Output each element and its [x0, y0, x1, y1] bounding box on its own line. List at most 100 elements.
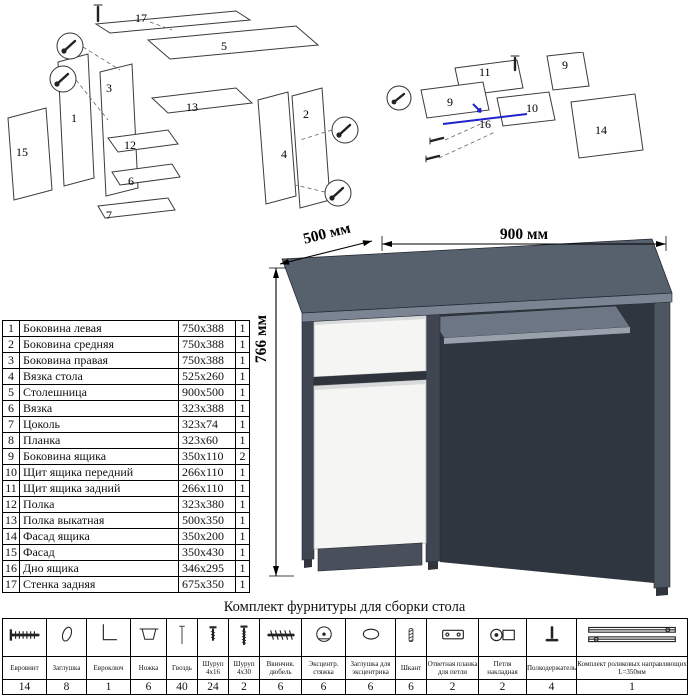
leader-line: [82, 46, 121, 71]
part-name: Планка: [19, 432, 179, 449]
dim-width-label: 900 мм: [500, 226, 549, 243]
desk-right-side-panel: [653, 301, 671, 589]
plinth: [317, 542, 423, 572]
part-label-9b: 9: [447, 95, 453, 109]
part-size: 675x350: [178, 576, 236, 593]
hardware-qty: 4: [526, 679, 577, 695]
hardware-qty: 1: [86, 679, 131, 695]
screw-icon: [391, 92, 406, 105]
hardware-name: Ввинчив. дюбель: [259, 656, 302, 680]
screw-icon: [54, 72, 70, 87]
desk-left-side-panel: [301, 320, 315, 561]
desktop-top: [281, 238, 673, 314]
part-qty: 1: [235, 576, 250, 593]
hardware-name: Евроключ: [86, 656, 131, 680]
part-label-11: 11: [479, 65, 491, 79]
panel-right-side: [291, 87, 331, 209]
part-number: 5: [2, 384, 20, 401]
desk-interior: [440, 303, 654, 583]
part-qty: 1: [235, 384, 250, 401]
part-qty: 2: [235, 448, 250, 465]
part-name: Щит ящика задний: [19, 480, 179, 497]
part-size: 750x388: [178, 320, 236, 337]
leader-line: [75, 79, 109, 121]
panel-shelf: [107, 129, 179, 153]
part-size: 750x388: [178, 352, 236, 369]
drawer-door-gap: [314, 371, 426, 386]
part-qty: 1: [235, 320, 250, 337]
part-label-13: 13: [186, 100, 198, 114]
part-size: 266x110: [178, 464, 236, 481]
part-name: Фасад ящика: [19, 528, 179, 545]
part-label-4: 4: [281, 147, 287, 161]
part-qty: 1: [235, 336, 250, 353]
part-number: 6: [2, 400, 20, 417]
hardware-qty: 8: [46, 679, 87, 695]
part-name: Цоколь: [19, 416, 179, 433]
hardware-qty-row: 14 8 1 6 40 24 2 6 6 6 6 2 2 4 1: [2, 679, 688, 695]
screw-icon: [425, 154, 441, 163]
screw-long-icon: [240, 625, 248, 646]
door-front: [313, 379, 427, 550]
dimension-width: 900 мм: [381, 226, 667, 251]
door-top-edge: [314, 380, 426, 390]
dim-height-label: 766 мм: [253, 314, 270, 363]
desk-middle-panel: [425, 313, 441, 563]
wood-dowel-icon: [408, 628, 414, 642]
hardware-qty: 6: [259, 679, 302, 695]
part-size: 750x388: [178, 336, 236, 353]
part-number: 4: [2, 368, 20, 385]
drawer-slides-icon: [588, 626, 676, 643]
part-size: 350x200: [178, 528, 236, 545]
leader-line: [444, 121, 486, 141]
hardware-name: Эксцентр. стяжка: [301, 656, 346, 680]
dowel-screw-icon: [266, 630, 295, 640]
cam-cover-icon: [362, 628, 379, 640]
hardware-icon-row: [2, 618, 688, 657]
panel-drawer-side-left: [420, 81, 490, 119]
part-qty: 1: [235, 368, 250, 385]
part-qty: 1: [235, 432, 250, 449]
drawer-front: [313, 314, 427, 378]
screw-icon: [329, 186, 345, 201]
hardware-kit-title: Комплект фурнитуры для сборки стола: [223, 599, 466, 615]
part-name: Дно ящика: [19, 560, 179, 577]
hardware-table: Евровинт Заглушка Евроключ Ножка Гвоздь …: [2, 618, 688, 695]
hardware-name: Заглушка для эксцентрика: [345, 656, 396, 680]
plug-icon: [61, 626, 72, 642]
part-name: Боковина ящика: [19, 448, 179, 465]
part-qty: 1: [235, 528, 250, 545]
screw-icon: [336, 123, 352, 138]
part-number: 7: [2, 416, 20, 433]
part-qty: 1: [235, 512, 250, 529]
leader-line: [299, 129, 333, 141]
part-label-16: 16: [479, 117, 491, 131]
panel-desk-brace: [257, 91, 297, 205]
part-label-5: 5: [221, 39, 227, 53]
desk-foot: [428, 561, 438, 570]
dim-depth-label: 500 мм: [301, 224, 352, 248]
panel-middle-side: [99, 63, 139, 197]
hardware-name: Заглушка: [46, 656, 87, 680]
part-size: 346x295: [178, 560, 236, 577]
part-label-10: 10: [526, 101, 538, 115]
part-size: 266x110: [178, 480, 236, 497]
part-name: Полка выкатная: [19, 512, 179, 529]
part-name: Столешница: [19, 384, 179, 401]
keyboard-tray-edge: [444, 327, 630, 344]
part-name: Вязка: [19, 400, 179, 417]
panel-plinth: [97, 197, 176, 219]
hardware-name: Шуруп 4x30: [228, 656, 260, 680]
hardware-name: Шуруп 4x16: [197, 656, 229, 680]
part-label-6: 6: [128, 174, 134, 188]
